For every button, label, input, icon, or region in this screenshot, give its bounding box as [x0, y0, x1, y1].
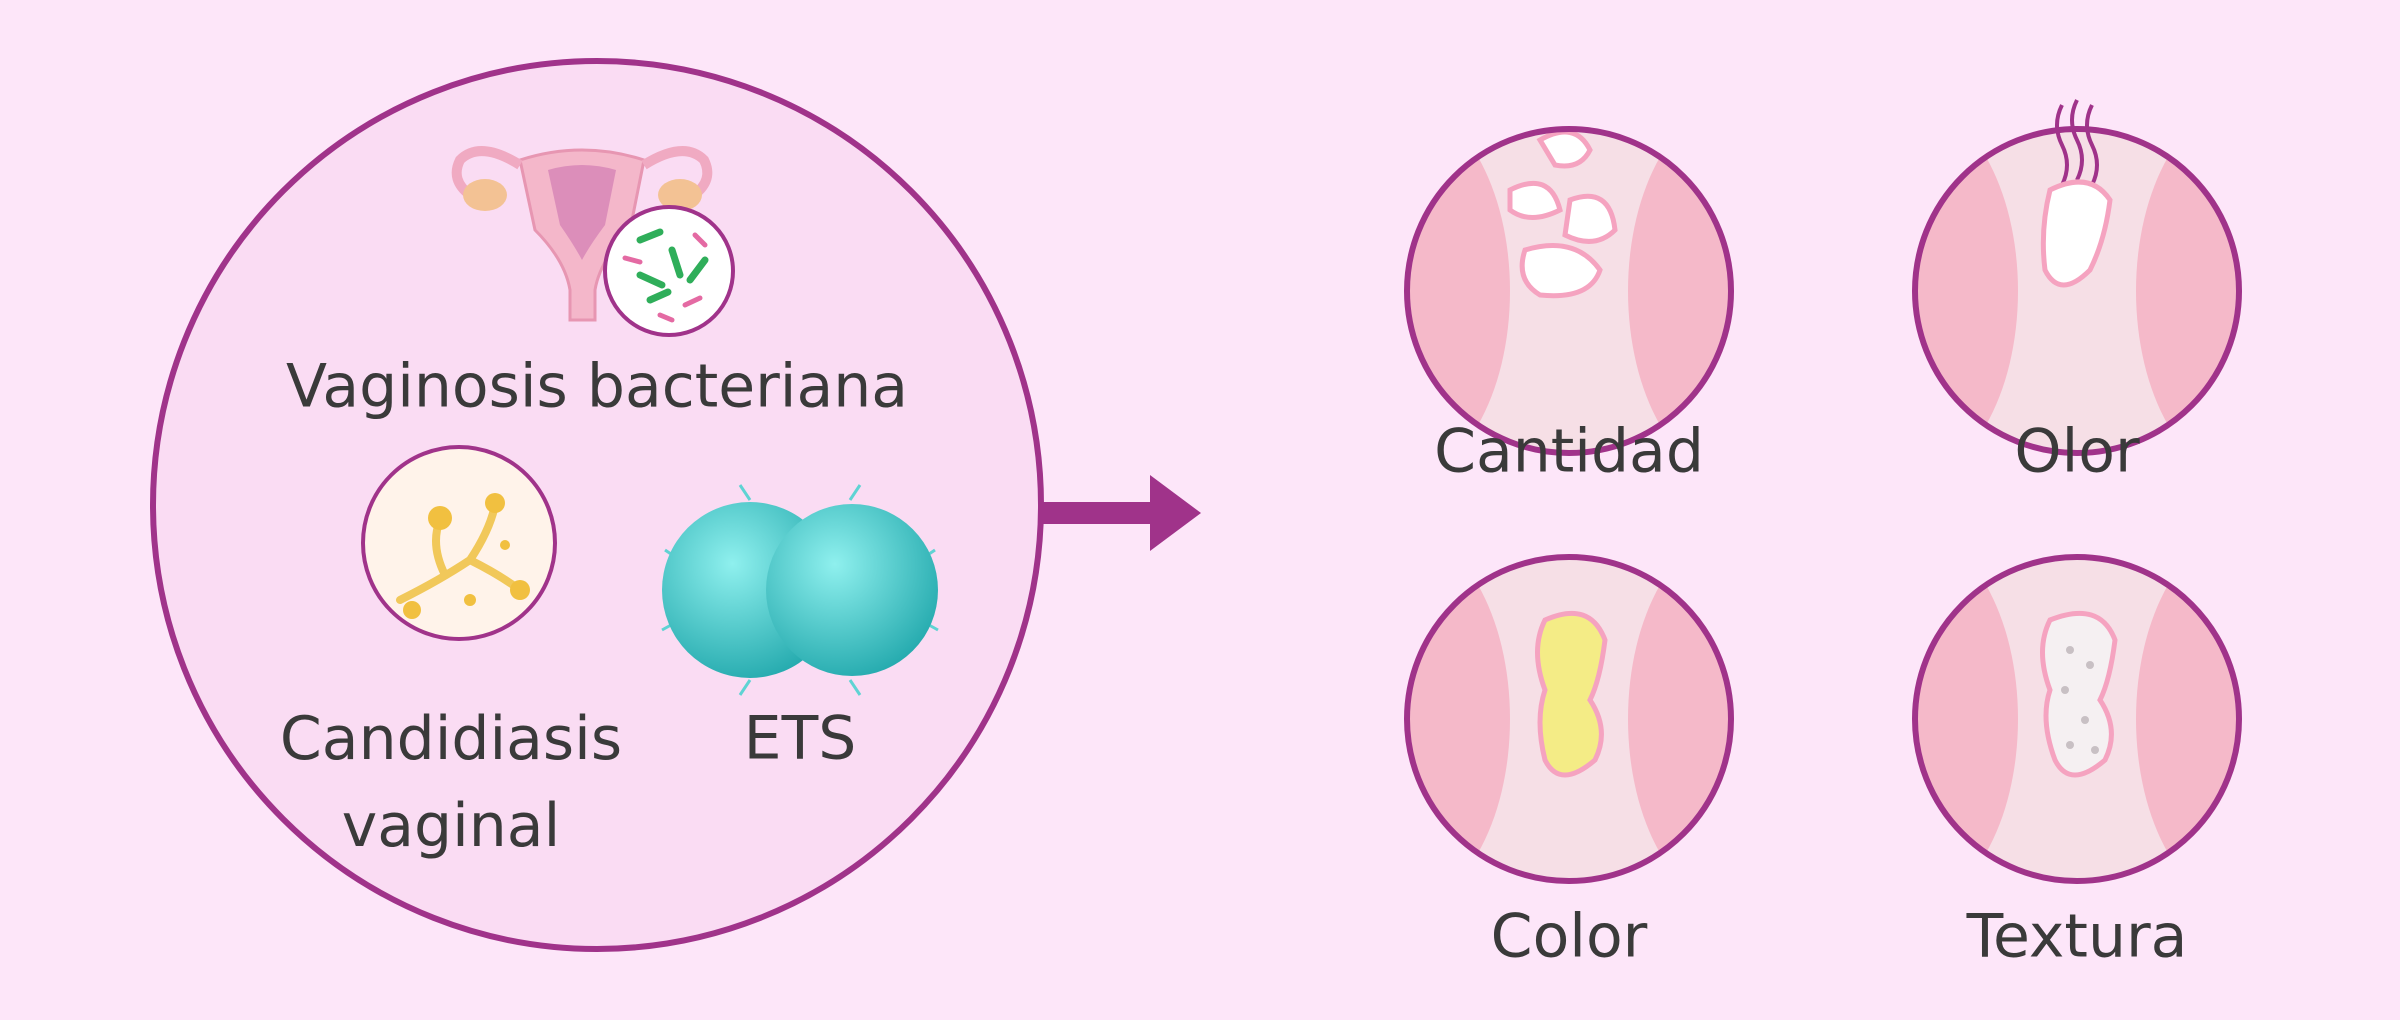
label-candidiasis: Candidiasis vaginal [280, 696, 622, 870]
symptom-circle-odor [1912, 99, 2242, 456]
label-color: Color [1490, 901, 1648, 972]
label-odor: Olor [2014, 416, 2140, 487]
diplococcus-icon [661, 484, 939, 696]
bacteria-icon [603, 205, 735, 337]
label-candidiasis-line2: vaginal [341, 791, 561, 861]
label-quantity: Cantidad [1434, 416, 1704, 487]
symptom-circle-quantity [1404, 126, 1734, 456]
candida-icon [361, 445, 557, 641]
symptom-circle-color [1404, 554, 1734, 884]
label-sti: ETS [743, 703, 857, 774]
label-candidiasis-line1: Candidiasis [279, 704, 623, 774]
symptom-circle-texture [1912, 554, 2242, 884]
label-texture: Textura [1966, 901, 2188, 972]
arrow-icon [1041, 475, 1201, 551]
label-bacterial-vaginosis: Vaginosis bacteriana [285, 351, 909, 422]
